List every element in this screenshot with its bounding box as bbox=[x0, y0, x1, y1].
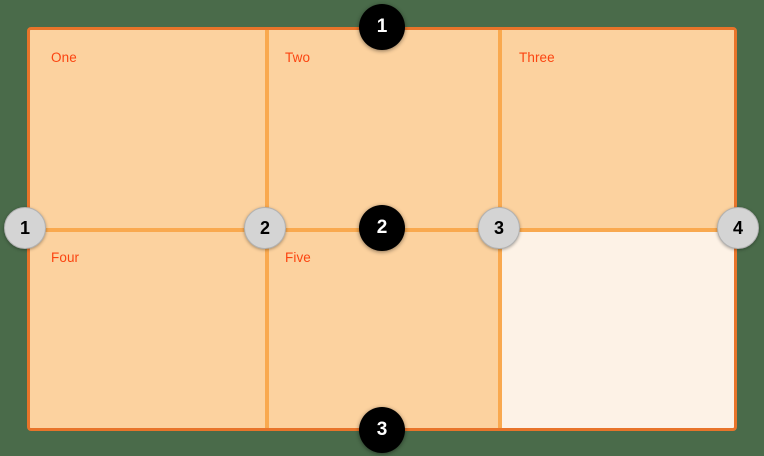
column-line-badge-1[interactable]: 1 bbox=[4, 207, 46, 249]
grid-area-label-four: Four bbox=[51, 250, 80, 265]
column-line-badge-3[interactable]: 3 bbox=[478, 207, 520, 249]
grid-area-three[interactable] bbox=[502, 30, 734, 228]
grid-area-two[interactable] bbox=[269, 30, 498, 228]
column-line-badge-2[interactable]: 2 bbox=[244, 207, 286, 249]
grid-area-label-one: One bbox=[51, 50, 77, 65]
grid-area-five[interactable] bbox=[269, 232, 498, 428]
column-line-badge-4[interactable]: 4 bbox=[717, 207, 759, 249]
grid-container: One Two Three Four Five bbox=[27, 27, 737, 431]
grid-area-label-two: Two bbox=[285, 50, 311, 65]
row-line-badge-1[interactable]: 1 bbox=[359, 4, 405, 50]
row-line-badge-2[interactable]: 2 bbox=[359, 205, 405, 251]
grid-area-label-five: Five bbox=[285, 250, 311, 265]
grid-area-one[interactable] bbox=[30, 30, 265, 228]
grid-area-label-three: Three bbox=[519, 50, 555, 65]
row-line-badge-3[interactable]: 3 bbox=[359, 407, 405, 453]
grid-area-four[interactable] bbox=[30, 232, 265, 428]
